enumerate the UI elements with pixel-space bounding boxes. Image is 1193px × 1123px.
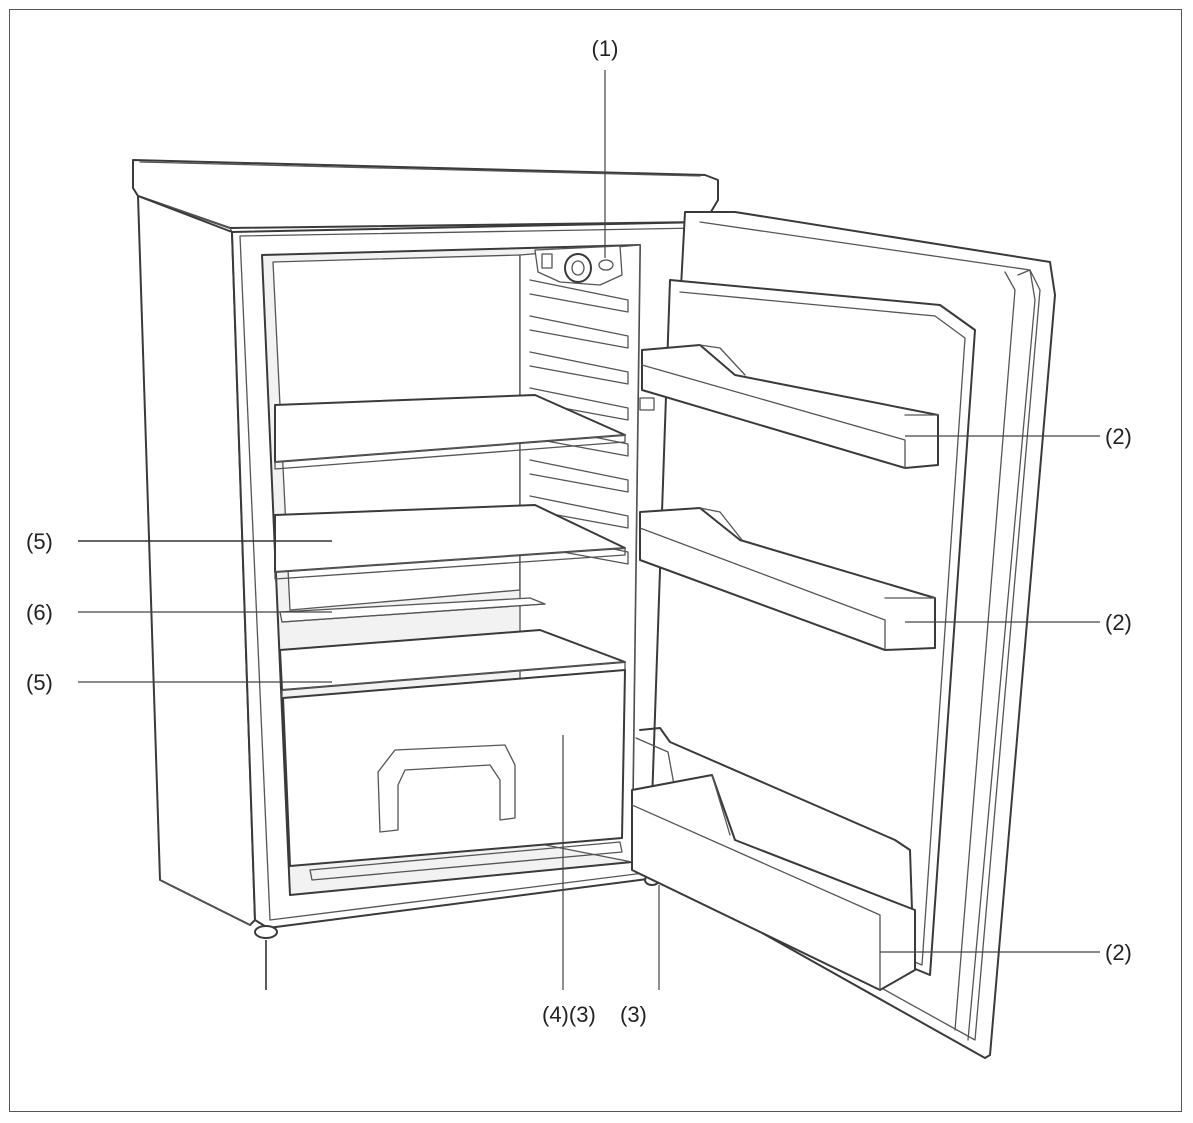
- cabinet-top: [132, 159, 719, 229]
- door-bin-middle: [639, 507, 936, 651]
- door-bin-bottom: [631, 727, 916, 991]
- label-door-bin-bottom: (2): [1105, 940, 1132, 965]
- label-door-bin-middle: (2): [1105, 610, 1132, 635]
- thermostat-dial: [534, 245, 623, 286]
- label-crisper-and-feet: (4)(3): [542, 1002, 596, 1027]
- door-latch: [639, 397, 655, 411]
- label-glass-shelf-lower: (5): [26, 670, 53, 695]
- label-foot-right: (3): [620, 1002, 647, 1027]
- crisper-drawer: [282, 669, 626, 867]
- label-thermostat: (1): [592, 36, 619, 61]
- label-shelf-divider: (6): [26, 600, 53, 625]
- leader-lines: [78, 70, 1100, 990]
- front-left-foot: [254, 925, 278, 939]
- cabinet-left-side: [137, 195, 256, 926]
- label-glass-shelf-upper: (5): [26, 529, 53, 554]
- glass-shelves: [274, 394, 626, 881]
- door-bin-top: [641, 344, 939, 469]
- label-door-bin-top: (2): [1105, 424, 1132, 449]
- door: [631, 211, 1056, 1059]
- shelf-rails: [529, 279, 629, 565]
- callout-labels: (1) (2) (2) (2) (5) (6) (5) (4)(3) (3): [26, 36, 1132, 1027]
